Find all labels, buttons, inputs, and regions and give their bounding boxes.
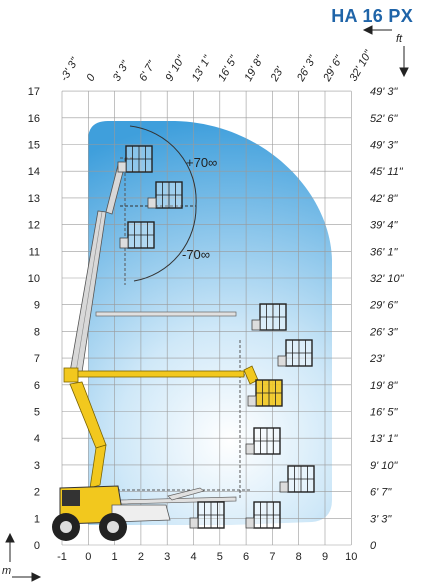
left-tick-label: 1 (34, 513, 40, 525)
platform-basket (119, 221, 155, 249)
top-tick-label: 9' 10" (163, 53, 188, 84)
grid (61, 90, 352, 546)
platform-basket (279, 465, 315, 493)
right-tick-label: 3' 3" (370, 513, 392, 525)
top-tick-label: 23' (268, 64, 287, 84)
left-tick-label: 3 (34, 460, 40, 472)
right-tick-label: 6' 7" (370, 487, 392, 499)
left-tick-label: 7 (34, 353, 40, 365)
working-envelope (88, 121, 332, 525)
m-indicator (5, 532, 42, 582)
platform-basket (245, 427, 281, 455)
top-tick-label: 3' 3" (111, 58, 133, 83)
machine-chassis (52, 485, 171, 541)
bottom-tick-label: 9 (322, 551, 328, 563)
top-tick-label: 19' 8" (242, 53, 267, 84)
ft-indicator (362, 25, 409, 78)
top-tick-label: 13' 1" (190, 53, 215, 84)
right-tick-label: 36' 1" (370, 246, 399, 258)
right-tick-label: 13' 1" (370, 433, 399, 445)
right-tick-label: 19' 8" (370, 380, 399, 392)
top-tick-label: 6' 7" (137, 58, 159, 83)
bottom-tick-label: 0 (85, 551, 91, 563)
platform-basket (189, 501, 225, 529)
right-tick-label: 29' 6" (369, 300, 399, 312)
right-tick-label: 16' 5" (370, 407, 399, 419)
bottom-tick-label: -1 (57, 551, 67, 563)
left-tick-label: 15 (28, 140, 40, 152)
page-title: HA 16 PX (331, 6, 413, 26)
bottom-tick-label: 6 (243, 551, 249, 563)
bottom-tick-label: 2 (138, 551, 144, 563)
bottom-tick-label: 5 (217, 551, 223, 563)
angle-lower-label: -70∞ (182, 247, 210, 262)
top-tick-label: -3' 3" (58, 55, 81, 84)
platform-basket (245, 501, 281, 529)
right-tick-label: 42' 8" (370, 193, 399, 205)
left-tick-label: 2 (34, 487, 40, 499)
right-tick-label: 23' (369, 353, 385, 365)
left-tick-label: 4 (34, 433, 40, 445)
top-tick-label: 16' 5" (216, 53, 241, 84)
left-tick-label: 8 (34, 326, 40, 338)
right-tick-label: 45' 11" (370, 166, 404, 178)
right-tick-label: 52' 6" (370, 113, 399, 125)
platform-basket (247, 379, 283, 407)
platform-basket (251, 303, 287, 331)
bottom-tick-label: 8 (296, 551, 302, 563)
left-tick-label: 10 (28, 273, 40, 285)
top-tick-label: 26' 3" (294, 53, 319, 85)
right-tick-label: 39' 4" (370, 220, 399, 232)
bottom-tick-label: 7 (269, 551, 275, 563)
m-unit-label: m (2, 565, 11, 577)
right-axis-ft: 0 3' 3" 6' 7" 9' 10" 13' 1" 16' 5" 19' 8" 23' 26… (369, 86, 405, 552)
ft-unit-label: ft (396, 33, 403, 45)
top-tick-label: 32' 10" (348, 48, 376, 84)
left-tick-label: 17 (28, 86, 40, 98)
angle-upper-label: +70∞ (186, 155, 217, 170)
left-tick-label: 0 (34, 540, 40, 552)
left-tick-label: 11 (29, 246, 40, 258)
right-tick-label: 26' 3" (369, 326, 399, 338)
top-axis-ft: -3' 3" 0 3' 3"6' 7"9' 10"13' 1"16' 5"19' 8… (58, 48, 375, 85)
left-tick-label: 14 (28, 166, 40, 178)
bottom-tick-label: 4 (190, 551, 196, 563)
platform-basket (147, 181, 183, 209)
platform-basket (117, 145, 153, 173)
left-tick-label: 9 (34, 300, 40, 312)
left-tick-label: 12 (28, 220, 40, 232)
rotation-arcs (120, 125, 197, 282)
platform-basket (277, 339, 313, 367)
platform-baskets (117, 145, 315, 529)
right-tick-label: 49' 3" (370, 86, 399, 98)
bottom-tick-label: 3 (164, 551, 170, 563)
right-tick-label: 0 (370, 540, 377, 552)
left-tick-label: 16 (28, 113, 40, 125)
top-tick-label: 29' 6" (321, 53, 346, 85)
right-tick-label: 49' 3" (370, 140, 399, 152)
left-tick-label: 13 (28, 193, 40, 205)
yellow-boom (63, 365, 259, 489)
right-tick-label: 32' 10" (370, 273, 405, 285)
bottom-axis-m: -1 0 1 2 3 4 5 6 7 8 9 10 (57, 551, 357, 563)
left-tick-label: 5 (34, 407, 40, 419)
horizontal-booms-ghost (95, 311, 237, 505)
right-tick-label: 9' 10" (370, 460, 399, 472)
bottom-tick-label: 1 (112, 551, 118, 563)
top-tick-label: 0 (85, 71, 99, 83)
left-tick-label: 6 (34, 380, 40, 392)
bottom-tick-label: 10 (345, 551, 357, 563)
